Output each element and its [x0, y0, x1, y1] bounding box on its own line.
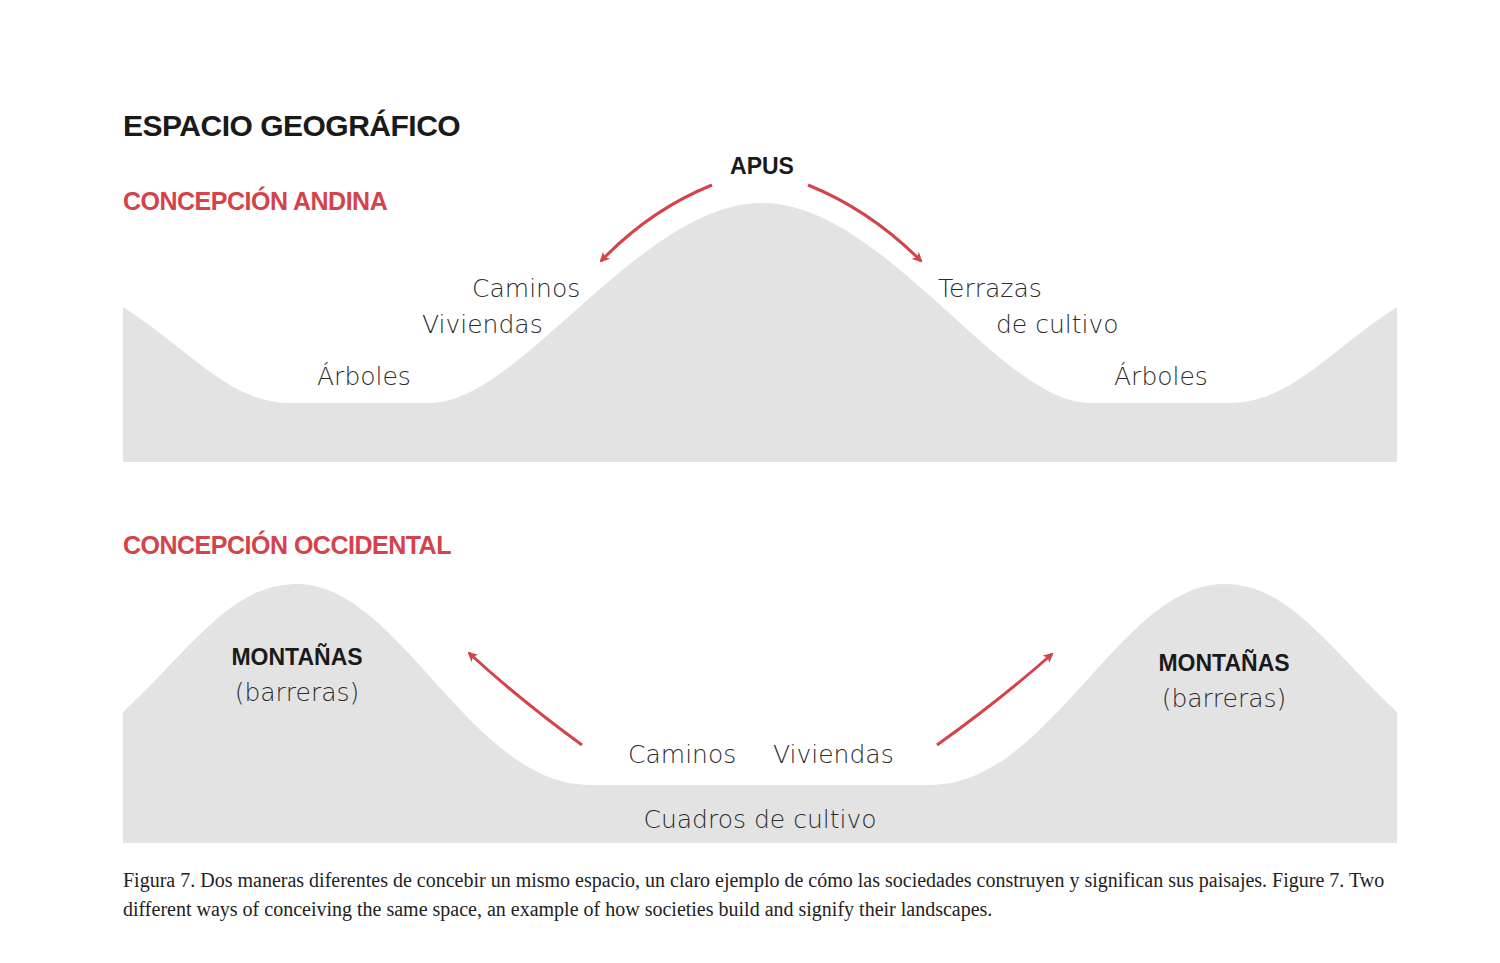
flow-arrow [469, 653, 582, 745]
landscape-label: Viviendas [773, 740, 894, 769]
mountain-label: MONTAÑAS [1158, 650, 1289, 677]
diagram-title: ESPACIO GEOGRÁFICO [123, 109, 460, 143]
figure-caption: Figura 7. Dos maneras diferentes de conc… [123, 866, 1403, 924]
andean-landscape [123, 203, 1397, 462]
landscape-label: (barreras) [235, 678, 360, 707]
flow-arrow [808, 185, 921, 261]
landscape-label: Cuadros de cultivo [643, 805, 876, 834]
western-landscape [123, 584, 1397, 843]
section-heading: CONCEPCIÓN OCCIDENTAL [123, 531, 451, 560]
mountain-label: MONTAÑAS [231, 644, 362, 671]
flow-arrow [937, 654, 1052, 745]
section-heading: CONCEPCIÓN ANDINA [123, 187, 387, 216]
landscape-label: Caminos [628, 740, 736, 769]
landscape-label: Caminos [472, 274, 580, 303]
landscape-label: de cultivo [996, 310, 1119, 339]
landscape-label: (barreras) [1162, 684, 1287, 713]
sacred-mountain-label: APUS [730, 153, 794, 180]
landscape-label: Árboles [317, 362, 411, 391]
flow-arrow [601, 185, 712, 261]
landscape-label: Árboles [1114, 362, 1208, 391]
landscape-label: Terrazas [938, 274, 1042, 303]
landscape-label: Viviendas [422, 310, 543, 339]
